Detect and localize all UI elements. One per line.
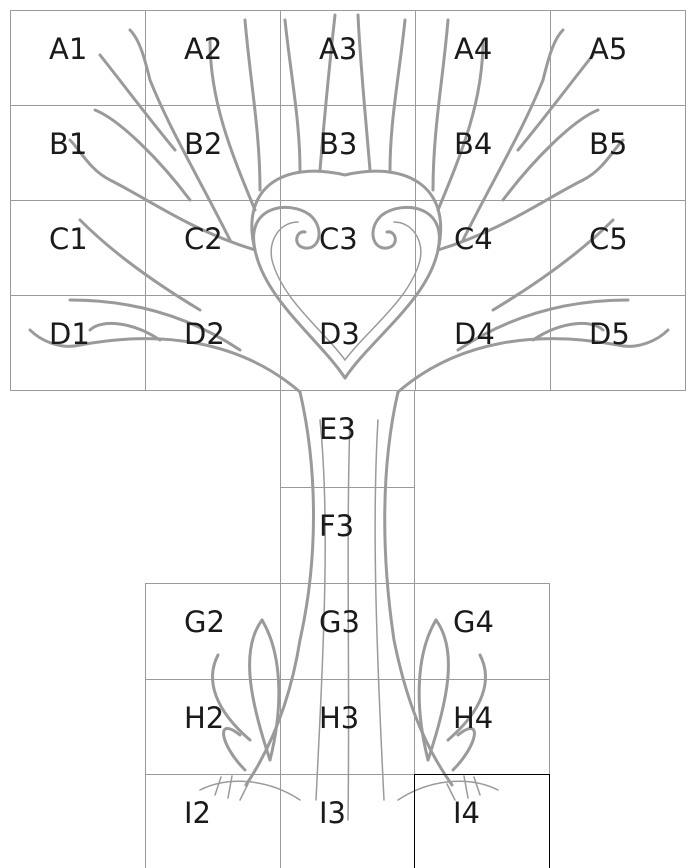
cell-label: H4: [453, 701, 494, 735]
grid-cell-g2: G2: [145, 583, 281, 680]
cell-label: D3: [319, 317, 360, 351]
cell-label: F3: [319, 509, 355, 543]
cell-label: C2: [184, 222, 223, 256]
grid-cell-b4: B4: [415, 105, 551, 201]
grid-cell-d1: D1: [10, 295, 146, 391]
cell-label: D1: [49, 317, 90, 351]
cell-label: D2: [184, 317, 225, 351]
cell-label: B2: [184, 127, 223, 161]
cell-label: H3: [319, 701, 360, 735]
grid-cell-e3: E3: [280, 390, 415, 488]
grid-cell-a1: A1: [10, 10, 146, 106]
grid-cell-h2: H2: [145, 679, 281, 775]
cell-label: C3: [319, 222, 358, 256]
grid-cell-d3: D3: [280, 295, 416, 391]
cell-label: G2: [184, 605, 225, 639]
cell-label: A4: [454, 32, 493, 66]
heart-left: [252, 206, 347, 380]
grid-cell-h3: H3: [280, 679, 415, 775]
cell-label: A3: [319, 32, 358, 66]
grid-cell-g4: G4: [414, 583, 550, 680]
grid-cell-c5: C5: [550, 200, 686, 296]
cell-label: C1: [49, 222, 88, 256]
grid-cell-b5: B5: [550, 105, 686, 201]
cell-label: G3: [319, 605, 360, 639]
heart-right: [343, 206, 441, 380]
cell-label: I3: [319, 796, 347, 830]
grid-cell-i4: I4: [414, 774, 550, 868]
cell-label: I4: [453, 796, 481, 830]
grid-cell-d4: D4: [415, 295, 551, 391]
grid-cell-b1: B1: [10, 105, 146, 201]
grid-cell-c3: C3: [280, 200, 416, 296]
cell-label: I2: [184, 796, 212, 830]
grid-cell-d2: D2: [145, 295, 281, 391]
trunk-left: [244, 390, 315, 787]
cell-label: D5: [589, 317, 630, 351]
grid-cell-a2: A2: [145, 10, 281, 106]
cell-label: B3: [319, 127, 358, 161]
grid-cell-c1: C1: [10, 200, 146, 296]
fern-right: [426, 618, 450, 762]
cell-label: B4: [454, 127, 493, 161]
cell-label: C5: [589, 222, 628, 256]
grid-cell-i3: I3: [280, 774, 415, 868]
grid-cell-b3: B3: [280, 105, 416, 201]
cell-label: G4: [453, 605, 494, 639]
cell-label: A1: [49, 32, 88, 66]
grid-cell-a3: A3: [280, 10, 416, 106]
cell-label: A2: [184, 32, 223, 66]
cell-label: B5: [589, 127, 628, 161]
tree-line-art: [28, 13, 670, 821]
grid-cell-g3: G3: [280, 583, 415, 680]
cell-label: B1: [49, 127, 88, 161]
grid-cell-a4: A4: [415, 10, 551, 106]
fern-left: [248, 618, 272, 762]
cell-label: H2: [184, 701, 225, 735]
grid-cell-a5: A5: [550, 10, 686, 106]
grid-cell-c2: C2: [145, 200, 281, 296]
cell-label: E3: [319, 412, 356, 446]
grid-cell-d5: D5: [550, 295, 686, 391]
grid-cell-i2: I2: [145, 774, 281, 868]
cell-label: D4: [454, 317, 495, 351]
grid-cell-f3: F3: [280, 487, 415, 584]
cell-label: C4: [454, 222, 493, 256]
branch-right-low: [396, 328, 670, 394]
grid-cell-c4: C4: [415, 200, 551, 296]
grid-cell-h4: H4: [414, 679, 550, 775]
grid-cell-b2: B2: [145, 105, 281, 201]
branch-left-low: [28, 328, 302, 394]
cell-label: A5: [589, 32, 628, 66]
